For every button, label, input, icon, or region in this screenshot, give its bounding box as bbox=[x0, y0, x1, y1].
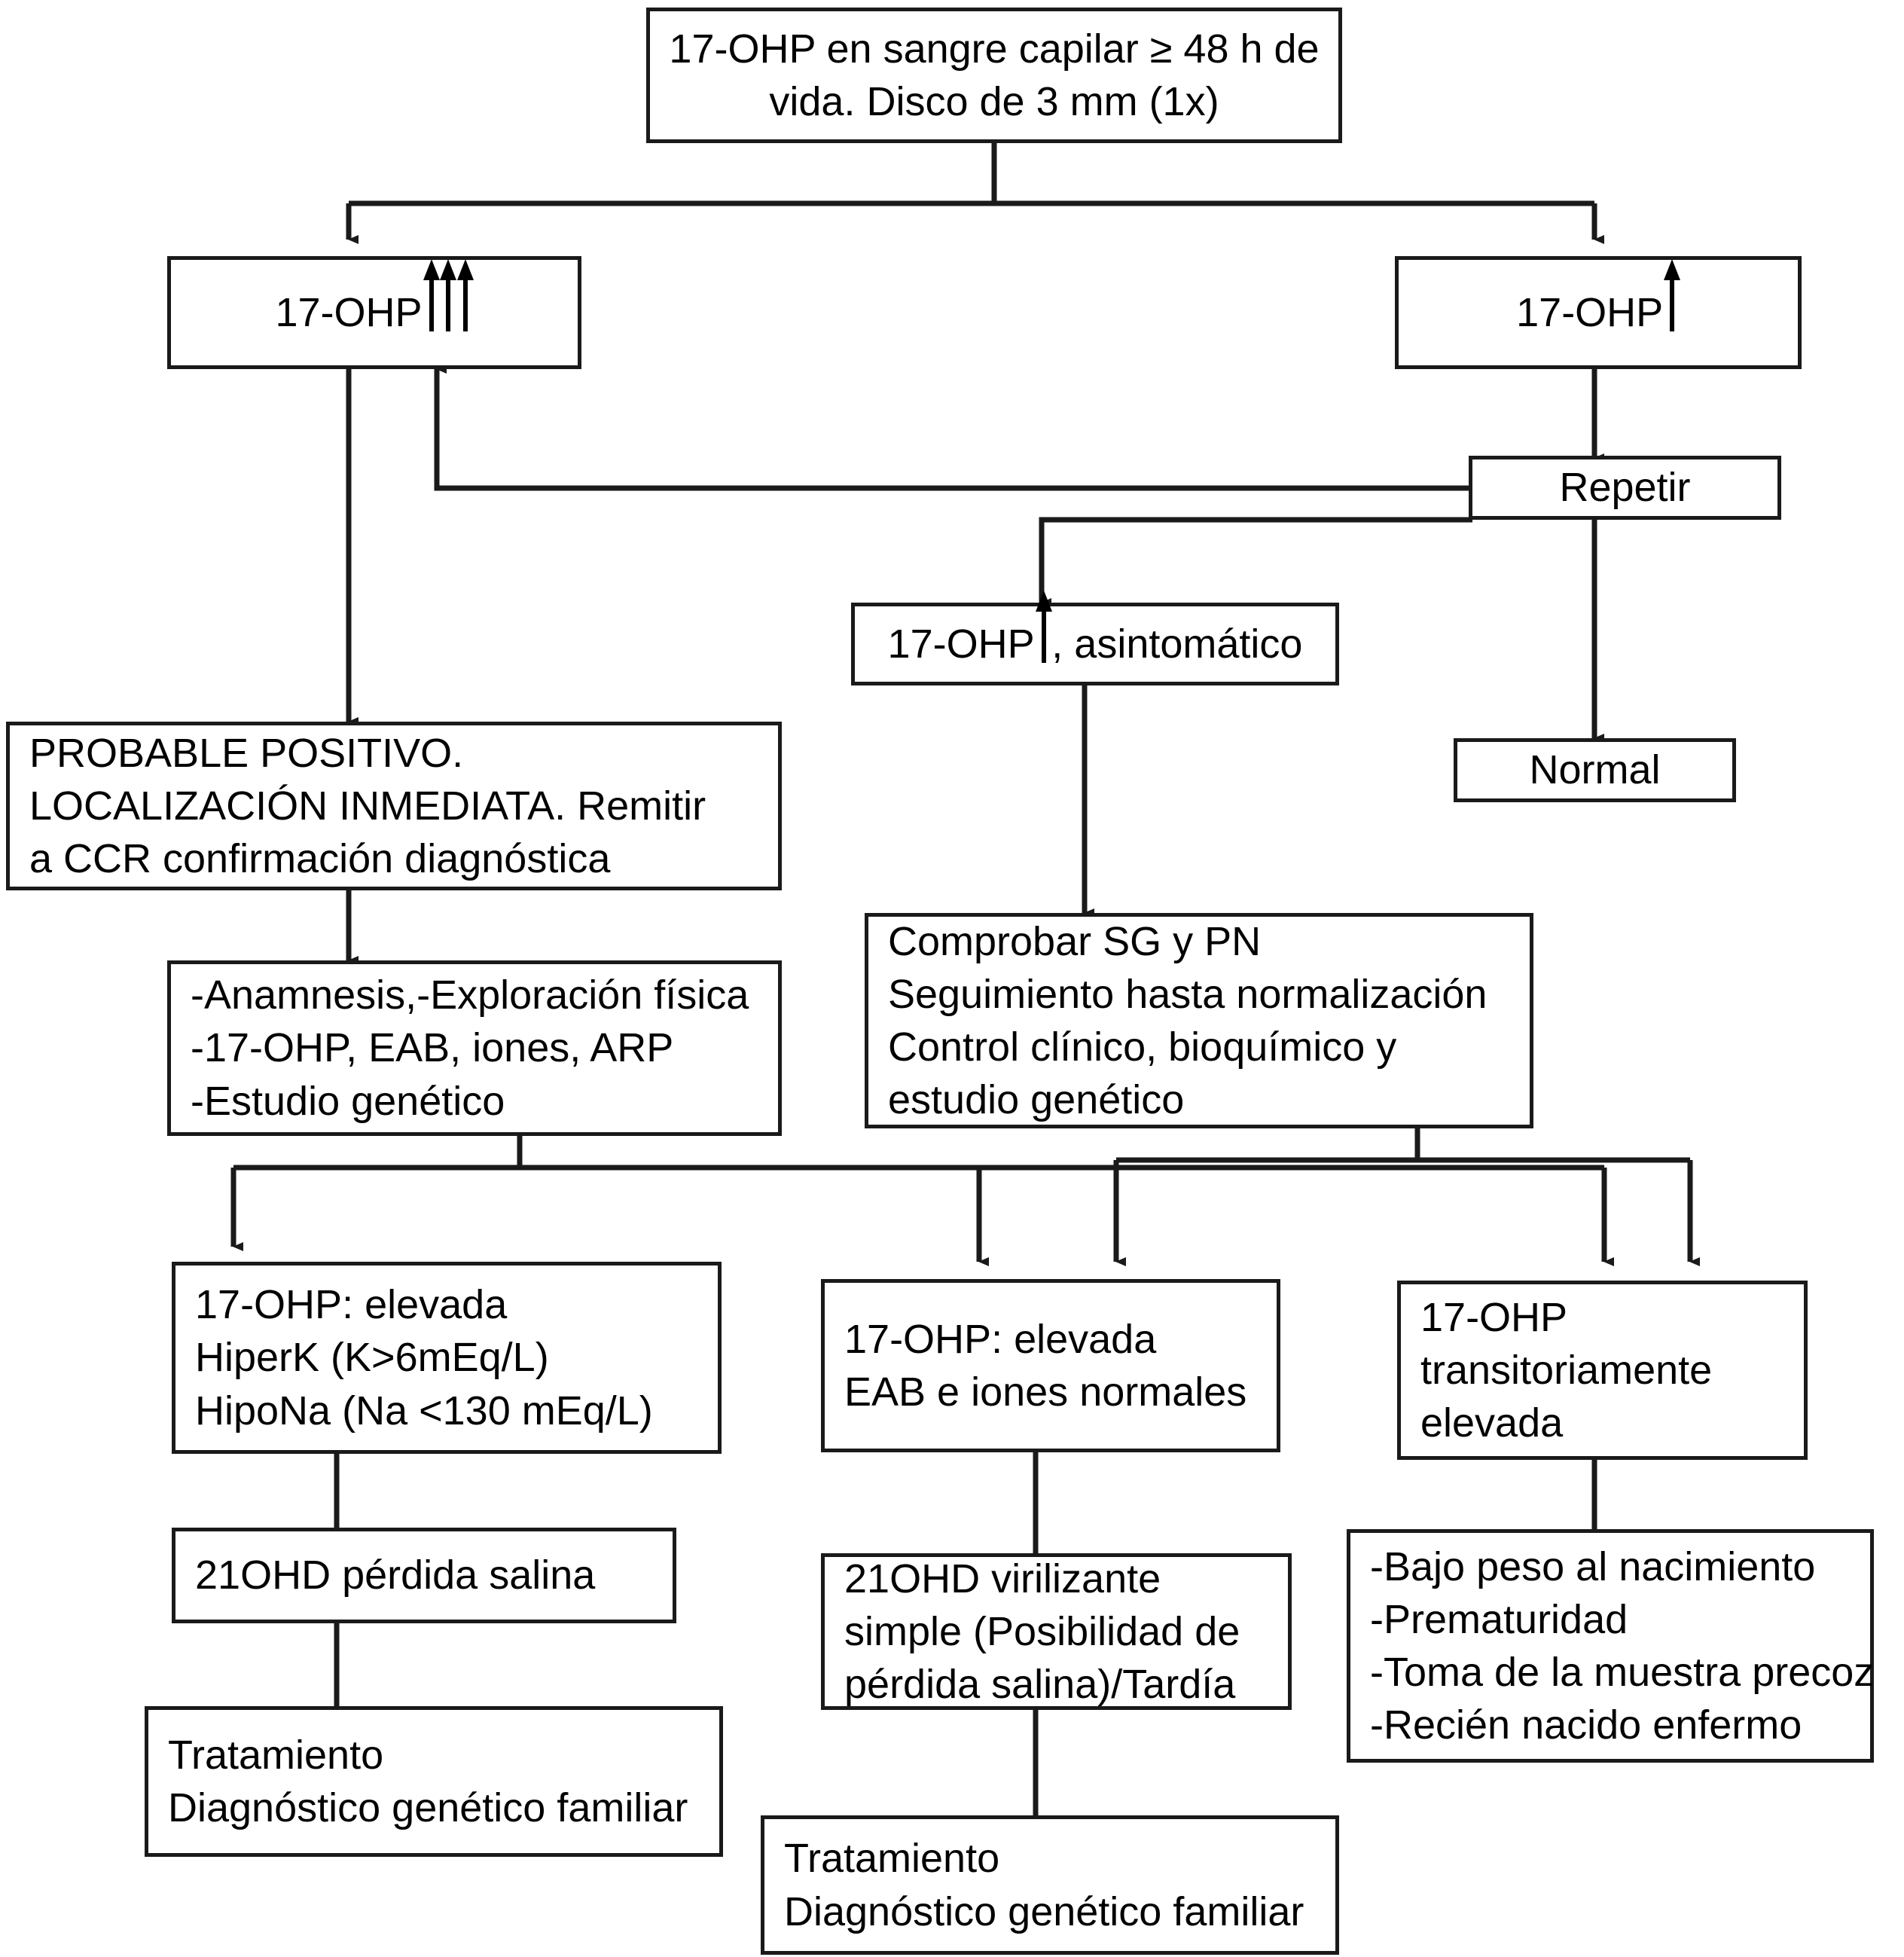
node-tratamiento-middle: Tratamiento Diagnóstico genético familia… bbox=[761, 1815, 1339, 1955]
node-comprobar-seguimiento-line-3: estudio genético bbox=[888, 1077, 1185, 1123]
node-probable-positivo: PROBABLE POSITIVO. LOCALIZACIÓN INMEDIAT… bbox=[6, 722, 782, 890]
node-17ohp-asymptomatic-prefix: 17-OHP bbox=[887, 621, 1035, 667]
node-elevada-eab-iones-normales-line-0: 17-OHP: elevada bbox=[844, 1316, 1157, 1362]
node-anamnesis-workup-line-2: -Estudio genético bbox=[191, 1078, 505, 1124]
node-transitoriamente-elevada-line-0: 17-OHP bbox=[1420, 1294, 1568, 1340]
node-17ohp-markedly-elevated-label: 17-OHP bbox=[275, 258, 474, 339]
node-17ohp-asymptomatic: 17-OHP , asintomático bbox=[851, 590, 1339, 685]
node-transitoriamente-elevada: 17-OHP transitoriamente elevada bbox=[1397, 1281, 1808, 1460]
node-tratamiento-left: Tratamiento Diagnóstico genético familia… bbox=[145, 1706, 723, 1857]
node-anamnesis-workup-line-0: -Anamnesis,-Exploración física bbox=[191, 972, 749, 1018]
node-comprobar-seguimiento-line-0: Comprobar SG y PN bbox=[888, 918, 1262, 964]
node-causas-line-1: -Prematuridad bbox=[1370, 1596, 1628, 1642]
node-anamnesis-workup: -Anamnesis,-Exploración física -17-OHP, … bbox=[167, 960, 782, 1136]
node-elevada-eab-iones-normales: 17-OHP: elevada EAB e iones normales bbox=[821, 1279, 1280, 1452]
node-causas-line-3: -Recién nacido enfermo bbox=[1370, 1702, 1802, 1748]
node-causas-elevacion-transitoria: -Bajo peso al nacimiento -Prematuridad -… bbox=[1347, 1529, 1874, 1763]
node-anamnesis-workup-line-1: -17-OHP, EAB, iones, ARP bbox=[191, 1025, 674, 1071]
node-tratamiento-left-line-1: Diagnóstico genético familiar bbox=[168, 1785, 688, 1830]
node-transitoriamente-elevada-line-1: transitoriamente bbox=[1420, 1347, 1713, 1393]
node-21ohd-perdida-salina: 21OHD pérdida salina bbox=[172, 1528, 676, 1623]
node-elevada-hiperk-hipona-line-0: 17-OHP: elevada bbox=[195, 1282, 508, 1328]
node-tratamiento-left-line-0: Tratamiento bbox=[168, 1732, 384, 1778]
node-elevada-hiperk-hipona: 17-OHP: elevada HiperK (K>6mEq/L) HipoNa… bbox=[172, 1262, 722, 1454]
node-elevada-eab-iones-normales-line-1: EAB e iones normales bbox=[844, 1369, 1247, 1415]
node-21ohd-virilizante-simple: 21OHD virilizante simple (Posibilidad de… bbox=[821, 1553, 1292, 1710]
node-elevada-hiperk-hipona-line-1: HiperK (K>6mEq/L) bbox=[195, 1335, 549, 1381]
node-normal-label: Normal bbox=[1529, 747, 1661, 793]
node-tratamiento-middle-line-0: Tratamiento bbox=[784, 1836, 1000, 1882]
node-repetir-label: Repetir bbox=[1559, 465, 1691, 511]
node-21ohd-virilizante-simple-line-0: 21OHD virilizante bbox=[844, 1556, 1161, 1601]
node-17ohp-mildly-elevated: 17-OHP bbox=[1395, 256, 1802, 369]
node-normal: Normal bbox=[1454, 738, 1736, 802]
node-21ohd-virilizante-simple-line-1: simple (Posibilidad de bbox=[844, 1608, 1240, 1654]
node-tratamiento-middle-line-1: Diagnóstico genético familiar bbox=[784, 1888, 1304, 1934]
node-17ohp-markedly-elevated-text: 17-OHP bbox=[275, 289, 423, 335]
node-transitoriamente-elevada-line-2: elevada bbox=[1420, 1400, 1564, 1446]
node-root-line-1: vida. Disco de 3 mm (1x) bbox=[769, 79, 1219, 124]
node-17ohp-asymptomatic-label: 17-OHP , asintomático bbox=[887, 590, 1303, 670]
node-17ohp-mildly-elevated-text: 17-OHP bbox=[1516, 289, 1664, 335]
node-comprobar-seguimiento-line-1: Seguimiento hasta normalización bbox=[888, 971, 1488, 1017]
node-probable-positivo-line-1: LOCALIZACIÓN INMEDIATA. Remitir bbox=[29, 783, 706, 829]
node-17ohp-markedly-elevated: 17-OHP bbox=[167, 256, 581, 369]
node-causas-line-2: -Toma de la muestra precoz bbox=[1370, 1650, 1875, 1695]
node-elevada-hiperk-hipona-line-2: HipoNa (Na <130 mEq/L) bbox=[195, 1388, 653, 1433]
node-17ohp-mildly-elevated-label: 17-OHP bbox=[1516, 258, 1681, 339]
node-probable-positivo-line-2: a CCR confirmación diagnóstica bbox=[29, 836, 611, 882]
node-21ohd-virilizante-simple-line-2: pérdida salina)/Tardía bbox=[844, 1662, 1236, 1708]
node-17ohp-asymptomatic-suffix: , asintomático bbox=[1051, 621, 1303, 667]
node-comprobar-seguimiento: Comprobar SG y PN Seguimiento hasta norm… bbox=[865, 913, 1533, 1128]
node-root-sample: 17-OHP en sangre capilar ≥ 48 h de vida.… bbox=[646, 8, 1342, 143]
node-root-line-0: 17-OHP en sangre capilar ≥ 48 h de bbox=[669, 26, 1320, 72]
node-comprobar-seguimiento-line-2: Control clínico, bioquímico y bbox=[888, 1024, 1397, 1070]
node-repetir: Repetir bbox=[1469, 456, 1781, 520]
node-causas-line-0: -Bajo peso al nacimiento bbox=[1370, 1543, 1816, 1589]
node-probable-positivo-line-0: PROBABLE POSITIVO. bbox=[29, 730, 464, 776]
node-21ohd-perdida-salina-line-0: 21OHD pérdida salina bbox=[195, 1552, 596, 1598]
